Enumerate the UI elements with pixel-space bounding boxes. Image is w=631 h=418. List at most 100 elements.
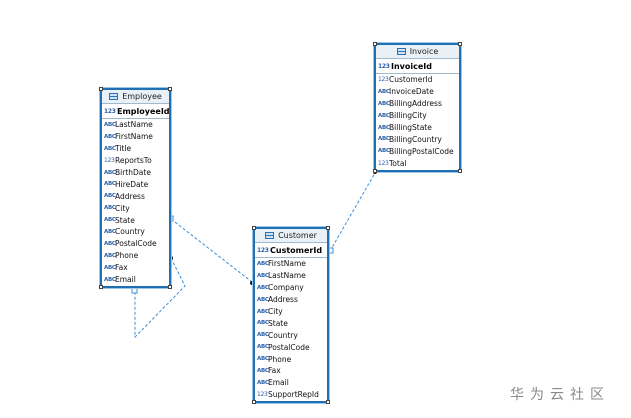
link-employee-self[interactable] bbox=[134, 257, 186, 339]
text-type-icon: ABC bbox=[257, 344, 269, 351]
resize-handle[interactable] bbox=[252, 400, 256, 404]
link-end-handle bbox=[131, 287, 138, 294]
column-name: FirstName bbox=[268, 259, 306, 269]
text-type-icon: ABC bbox=[104, 276, 116, 283]
column-name: ReportsTo bbox=[115, 156, 152, 166]
column-name: Phone bbox=[115, 251, 139, 261]
key-number-icon: 123 bbox=[378, 62, 390, 70]
resize-handle[interactable] bbox=[99, 285, 103, 289]
resize-handle[interactable] bbox=[252, 226, 256, 230]
link-customer-invoice[interactable] bbox=[329, 172, 376, 252]
employee-table-header[interactable]: Employee bbox=[102, 90, 169, 104]
resize-handle[interactable] bbox=[458, 42, 462, 46]
column-name: HireDate bbox=[115, 179, 149, 189]
column-name: BillingCity bbox=[389, 111, 427, 121]
numeric-type-icon: 123 bbox=[104, 157, 115, 165]
text-type-icon: ABC bbox=[104, 145, 116, 152]
resize-handle[interactable] bbox=[326, 226, 330, 230]
column-name: State bbox=[268, 318, 288, 328]
column-name: Country bbox=[115, 227, 145, 237]
column-name: Fax bbox=[268, 366, 281, 376]
numeric-type-icon: 123 bbox=[378, 159, 389, 167]
column-name: SupportRepId bbox=[268, 390, 319, 400]
column-name: Phone bbox=[268, 354, 292, 364]
column-name: FirstName bbox=[115, 132, 153, 142]
resize-handle[interactable] bbox=[326, 400, 330, 404]
text-type-icon: ABC bbox=[104, 181, 116, 188]
resize-handle[interactable] bbox=[168, 87, 172, 91]
column-name: Total bbox=[389, 158, 407, 168]
resize-handle[interactable] bbox=[168, 285, 172, 289]
text-type-icon: ABC bbox=[257, 272, 269, 279]
column-name: Company bbox=[268, 283, 304, 293]
column-name: State bbox=[115, 215, 135, 225]
column-name: Address bbox=[115, 191, 145, 201]
numeric-type-icon: 123 bbox=[378, 76, 389, 84]
column-name: BillingState bbox=[389, 123, 432, 132]
column-name: Address bbox=[268, 295, 298, 305]
customer-table-title: Customer bbox=[278, 231, 317, 240]
resize-handle[interactable] bbox=[373, 169, 377, 173]
column-name: BirthDate bbox=[115, 168, 151, 177]
link-employee-customer[interactable] bbox=[170, 218, 253, 283]
column-name: Email bbox=[268, 378, 289, 388]
text-type-icon: ABC bbox=[257, 379, 269, 386]
column-name: PostalCode bbox=[115, 239, 157, 249]
invoice-table-header[interactable]: Invoice bbox=[376, 45, 459, 59]
invoice-table-title: Invoice bbox=[409, 47, 439, 56]
text-type-icon: ABC bbox=[378, 124, 390, 131]
resize-handle[interactable] bbox=[458, 169, 462, 173]
text-type-icon: ABC bbox=[104, 169, 116, 176]
resize-handle[interactable] bbox=[373, 42, 377, 46]
primary-key-row[interactable]: 123 InvoiceId bbox=[376, 59, 459, 74]
column-name: Title bbox=[115, 144, 132, 154]
text-type-icon: ABC bbox=[104, 252, 116, 259]
primary-key-row[interactable]: 123 EmployeeId bbox=[102, 104, 170, 119]
resize-handle[interactable] bbox=[99, 87, 103, 91]
customer-table-header[interactable]: Customer bbox=[255, 229, 327, 243]
employee-table-title: Employee bbox=[122, 92, 162, 101]
key-number-icon: 123 bbox=[257, 246, 269, 254]
primary-key-name: InvoiceId bbox=[391, 61, 432, 71]
primary-key-row[interactable]: 123 CustomerId bbox=[255, 243, 327, 258]
